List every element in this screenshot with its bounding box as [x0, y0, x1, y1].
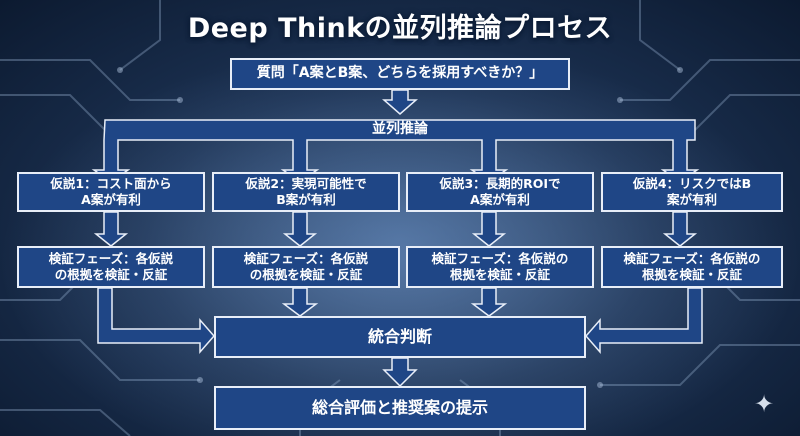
verification-3: 検証フェーズ：各仮説の 根拠を検証・反証: [406, 246, 594, 288]
hypothesis-1: 仮説1：コスト面から A案が有利: [17, 172, 205, 212]
question-box: 質問「A案とB案、どちらを採用すべきか？」: [230, 58, 570, 90]
page-title: Deep Thinkの並列推論プロセス: [187, 13, 613, 44]
arrow-integration-to-final: [382, 357, 418, 388]
arrow-hyp1-to-ver1: [93, 211, 129, 247]
arrow-ver1-to-integration: [97, 287, 215, 354]
integration-box: 統合判断: [214, 316, 586, 358]
arrow-question-to-parallel: [382, 89, 418, 115]
verification-4: 検証フェーズ：各仮説の 根拠を検証・反証: [601, 246, 783, 288]
sparkle-icon: ✦: [754, 390, 775, 418]
parallel-reasoning-label: 並列推論: [372, 121, 428, 138]
verification-1: 検証フェーズ：各仮説 の根拠を検証・反証: [17, 246, 205, 288]
hypothesis-4: 仮説4：リスクではB 案が有利: [601, 172, 783, 212]
arrow-hyp2-to-ver2: [282, 211, 318, 247]
arrow-ver2-to-integration: [281, 287, 319, 317]
arrow-ver3-to-integration: [470, 287, 508, 317]
arrow-hyp3-to-ver3: [471, 211, 507, 247]
hypothesis-2: 仮説2：実現可能性で B案が有利: [212, 172, 400, 212]
hypothesis-3: 仮説3：長期的ROIで A案が有利: [406, 172, 594, 212]
final-recommendation-box: 総合評価と推奨案の提示: [214, 386, 586, 430]
arrow-hyp4-to-ver4: [662, 211, 698, 247]
arrow-ver4-to-integration: [585, 287, 703, 354]
verification-2: 検証フェーズ：各仮説 の根拠を検証・反証: [212, 246, 400, 288]
